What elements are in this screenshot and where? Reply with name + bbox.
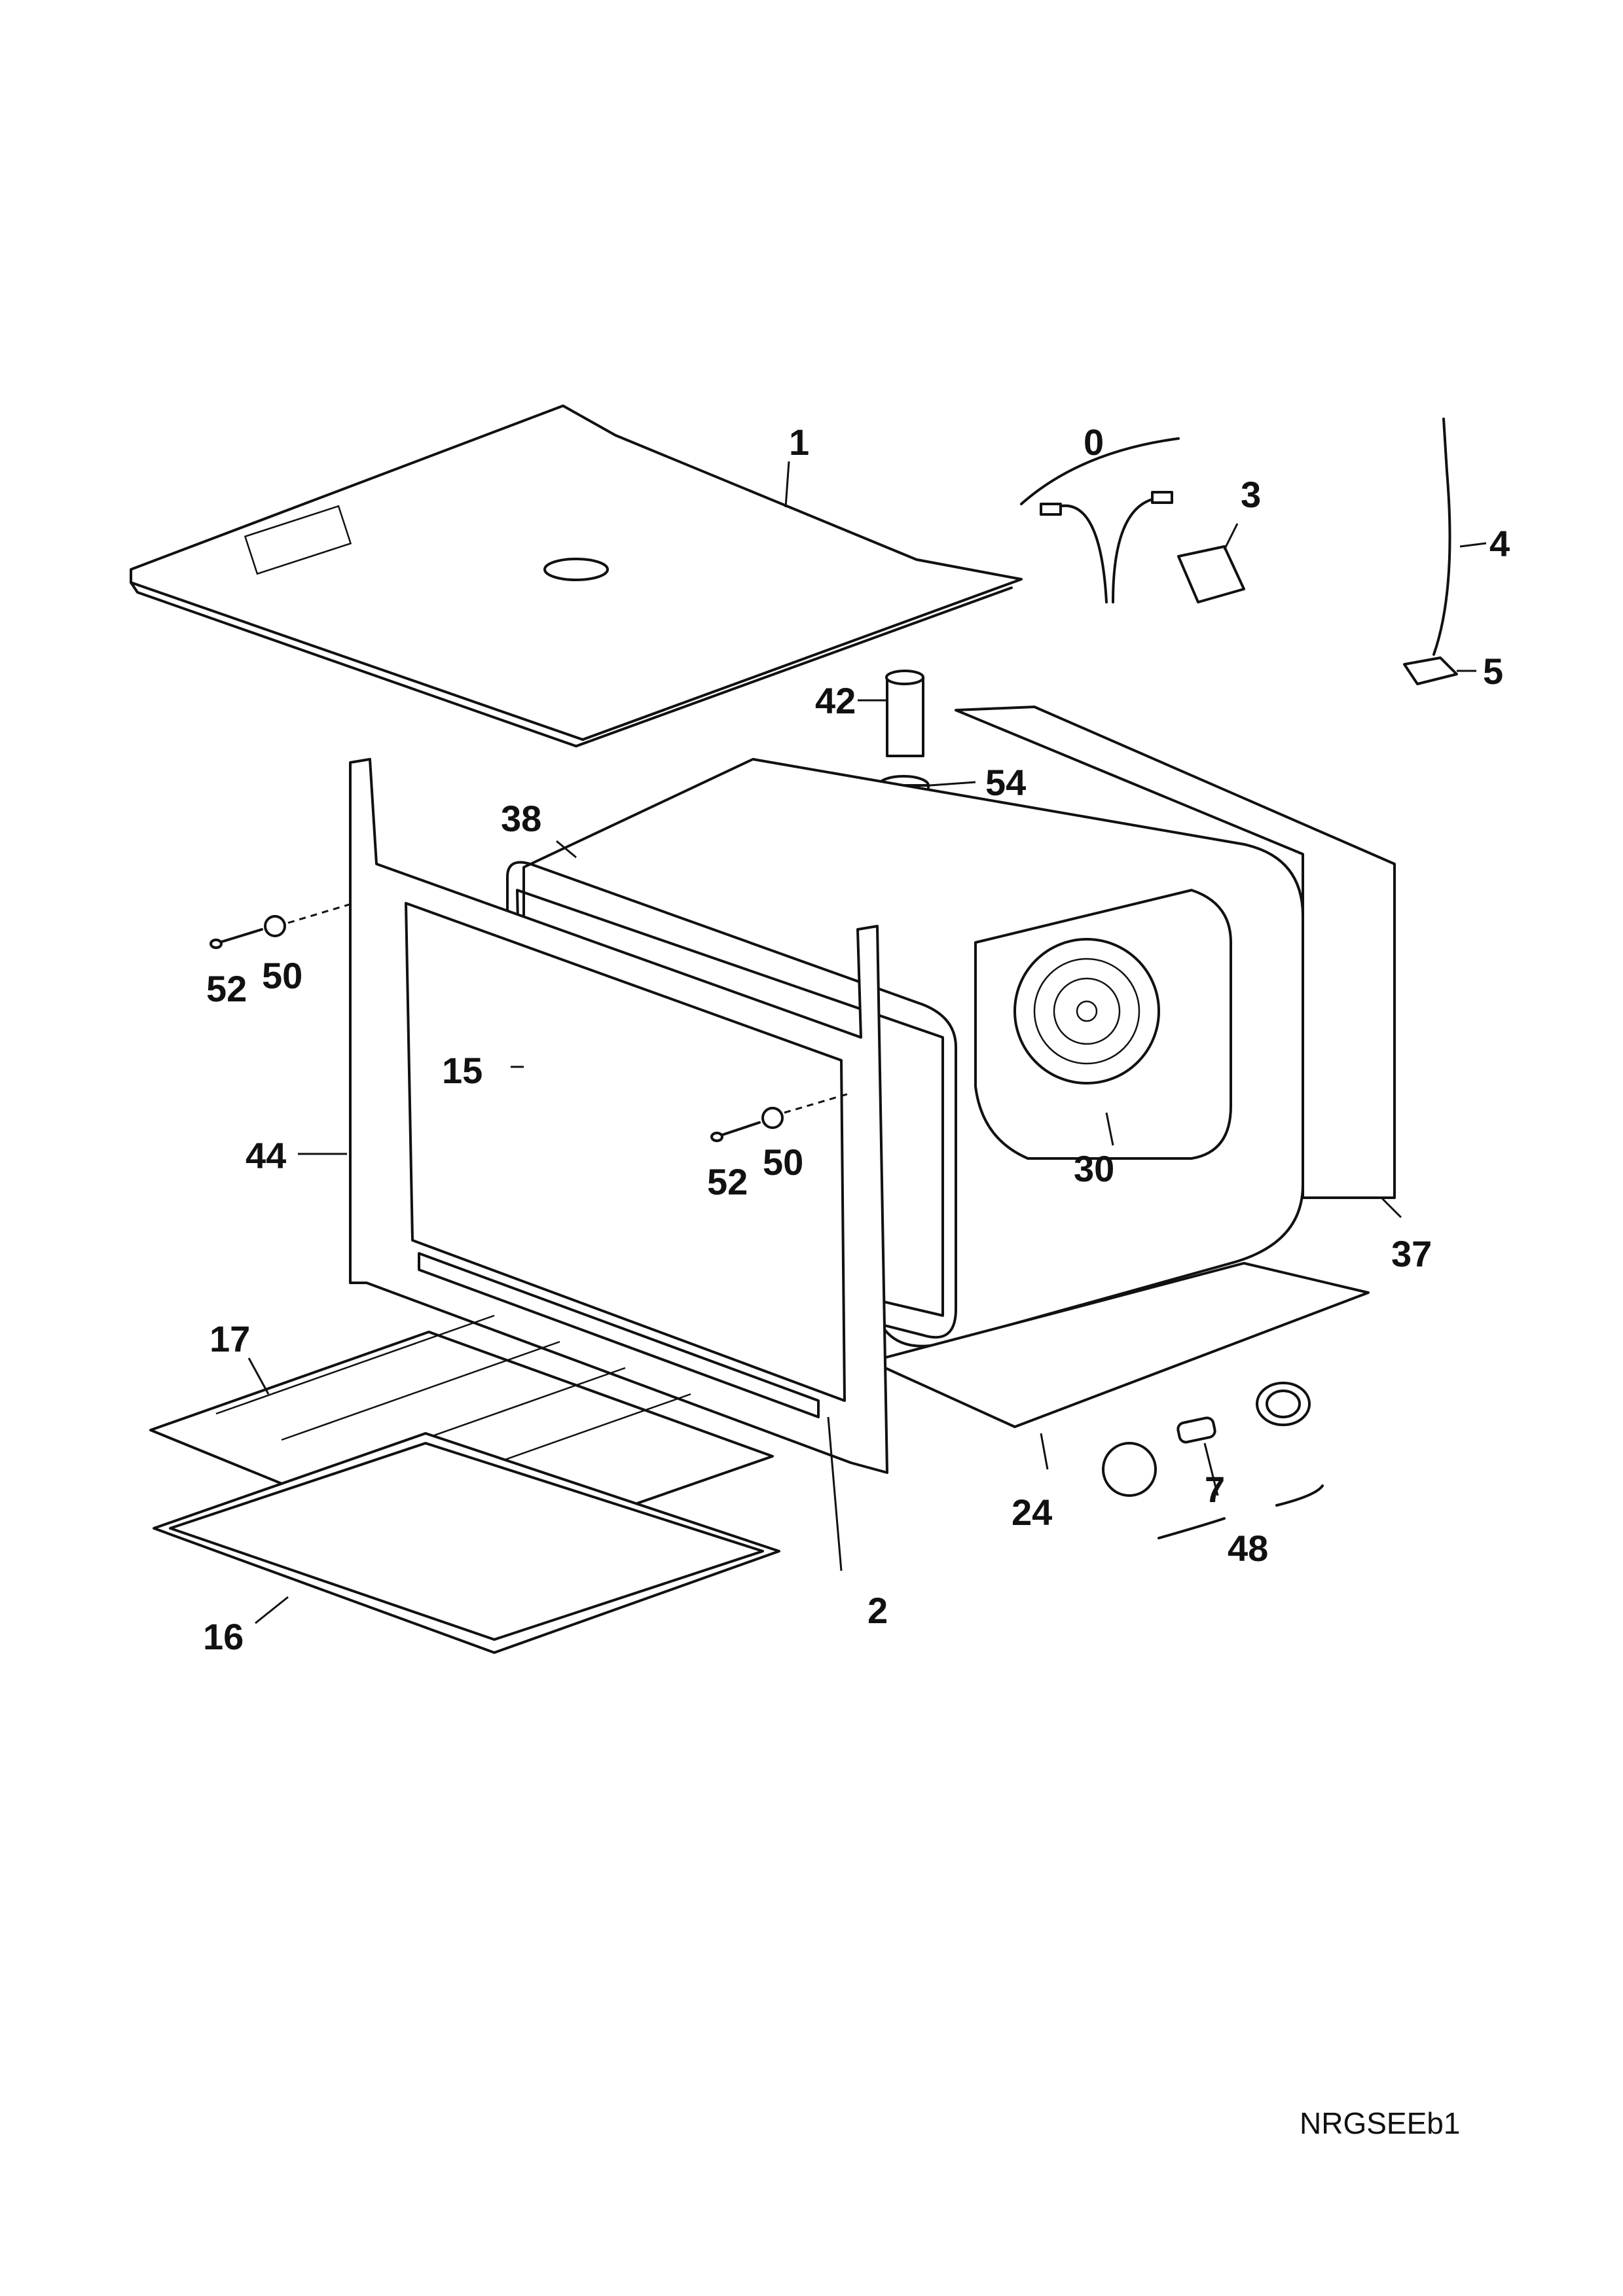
callout-4: 4	[1489, 523, 1510, 564]
bottom-panel	[869, 1262, 1370, 1428]
washer-right	[761, 1092, 852, 1129]
callout-48: 48	[1228, 1528, 1268, 1569]
callout-54: 54	[985, 762, 1026, 803]
callout-24: 24	[1012, 1492, 1052, 1533]
lamp-assembly-brace	[1158, 1484, 1324, 1539]
callout-44: 44	[246, 1135, 286, 1176]
reference-code: NRGSEEb1	[1300, 2106, 1460, 2140]
screw-left	[210, 928, 263, 949]
lamp-cover	[1102, 1442, 1157, 1497]
callout-37: 37	[1391, 1233, 1432, 1274]
convection-fan-housing	[974, 889, 1232, 1160]
sensor-cable	[1432, 418, 1451, 656]
callout-3: 3	[1241, 474, 1261, 515]
callout-1: 1	[789, 422, 809, 463]
callout-30: 30	[1074, 1148, 1114, 1189]
callout-0: 0	[1084, 422, 1104, 463]
terminal-block	[1177, 545, 1245, 603]
rear-insulation-panel	[955, 706, 1396, 1199]
callout-5: 5	[1483, 651, 1503, 692]
callout-52-right: 52	[707, 1161, 748, 1202]
callout-15: 15	[442, 1050, 483, 1091]
callout-50-right: 50	[763, 1141, 803, 1183]
callout-50-left: 50	[262, 955, 302, 996]
baking-tray	[153, 1432, 780, 1654]
callout-2: 2	[867, 1590, 888, 1631]
screw-right	[710, 1121, 761, 1142]
callout-7: 7	[1205, 1469, 1225, 1510]
leader-lines	[247, 461, 1487, 1624]
callout-labels: 1 0 3 4 5 42 54 38 52 50 15 44 52 50 30 …	[203, 422, 1510, 1657]
washer-left	[264, 902, 354, 937]
top-cover-panel	[130, 404, 1023, 747]
callout-16: 16	[203, 1616, 244, 1657]
callout-52-left: 52	[206, 968, 247, 1009]
front-seal-strip	[418, 1252, 820, 1418]
lamp-bulb	[1176, 1416, 1216, 1444]
sensor-probe	[1403, 656, 1458, 685]
callout-38: 38	[501, 798, 541, 839]
lamp-holder	[1256, 1382, 1311, 1426]
callout-17: 17	[210, 1318, 250, 1359]
flue-tube	[885, 670, 924, 757]
callout-42: 42	[815, 680, 856, 721]
wiring-harness	[1020, 437, 1180, 603]
